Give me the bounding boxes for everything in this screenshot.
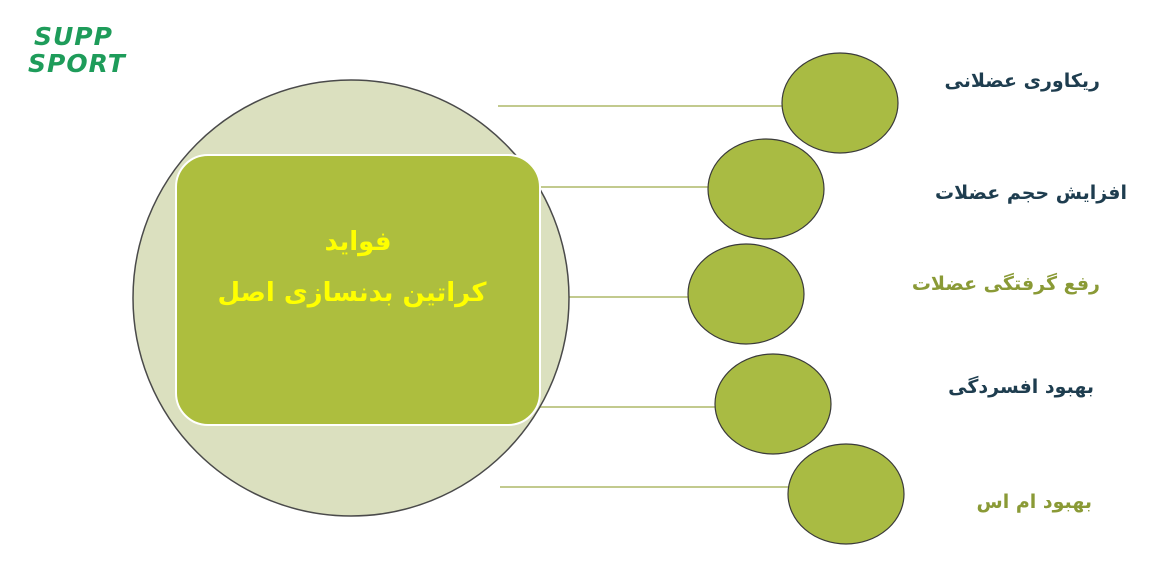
logo-text-supp: SUPP [34,22,113,51]
benefit-label-muscle-mass: افزایش حجم عضلات [934,182,1127,204]
benefit-node-3 [687,243,805,345]
benefit-node-2 [707,138,825,240]
center-title: فواید [324,227,391,257]
brand-logo: SUPP SPORT [28,22,146,82]
logo-text-sport: SPORT [28,49,126,78]
center-box [175,154,541,426]
benefit-label-ms: بهبود ام اس [976,491,1093,513]
benefit-node-4 [714,353,832,455]
benefit-node-5 [787,443,905,545]
benefit-node-1 [781,52,899,154]
benefit-label-cramp-relief: رفع گرفتگی عضلات [911,273,1100,295]
center-subtitle: کراتین بدنسازی اصل [218,278,488,308]
benefit-label-muscle-recovery: ریکاوری عضلانی [944,70,1100,92]
benefit-label-depression: بهبود افسردگی [948,376,1094,398]
